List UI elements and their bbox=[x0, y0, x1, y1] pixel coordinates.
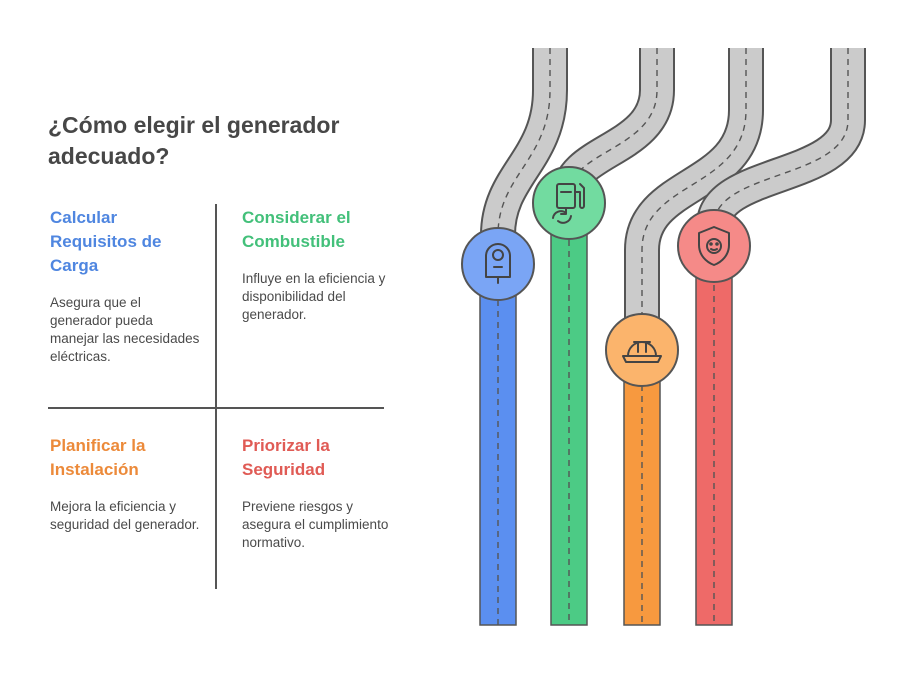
quadrant-heading: Priorizar la Seguridad bbox=[242, 436, 330, 479]
quadrant-description: Mejora la eficiencia y seguridad del gen… bbox=[50, 499, 200, 532]
road-green-fill bbox=[550, 199, 588, 626]
safety-shield-icon bbox=[698, 226, 730, 266]
page-title: ¿Cómo elegir el generador adecuado? bbox=[48, 112, 340, 169]
road-red-circle bbox=[677, 209, 751, 283]
road-green-circle bbox=[532, 166, 606, 240]
quadrant-description: Asegura que el generador pueda manejar l… bbox=[50, 295, 200, 364]
hard-hat-icon bbox=[622, 341, 662, 363]
vertical-divider bbox=[215, 204, 217, 589]
quadrant-load-requirements: Calcular Requisitos de Carga Asegura que… bbox=[50, 206, 200, 366]
quadrant-heading: Planificar la Instalación bbox=[50, 436, 146, 479]
road-orange-circle bbox=[605, 313, 679, 387]
fuel-pump-icon bbox=[552, 183, 585, 224]
quadrant-safety: Priorizar la Seguridad Previene riesgos … bbox=[242, 434, 392, 552]
quadrant-description: Influye en la eficiencia y disponibilida… bbox=[242, 271, 386, 322]
parking-meter-icon bbox=[485, 243, 511, 284]
quadrant-heading: Calcular Requisitos de Carga bbox=[50, 208, 162, 275]
horizontal-divider bbox=[48, 407, 384, 409]
quadrant-installation: Planificar la Instalación Mejora la efic… bbox=[50, 434, 200, 534]
quadrant-fuel: Considerar el Combustible Influye en la … bbox=[242, 206, 392, 324]
road-blue bbox=[461, 48, 568, 626]
road-red bbox=[677, 48, 866, 626]
quadrant-description: Previene riesgos y asegura el cumplimien… bbox=[242, 499, 389, 550]
quadrant-heading: Considerar el Combustible bbox=[242, 208, 351, 251]
road-blue-circle bbox=[461, 227, 535, 301]
road-orange bbox=[605, 48, 764, 626]
road-green bbox=[532, 48, 675, 626]
